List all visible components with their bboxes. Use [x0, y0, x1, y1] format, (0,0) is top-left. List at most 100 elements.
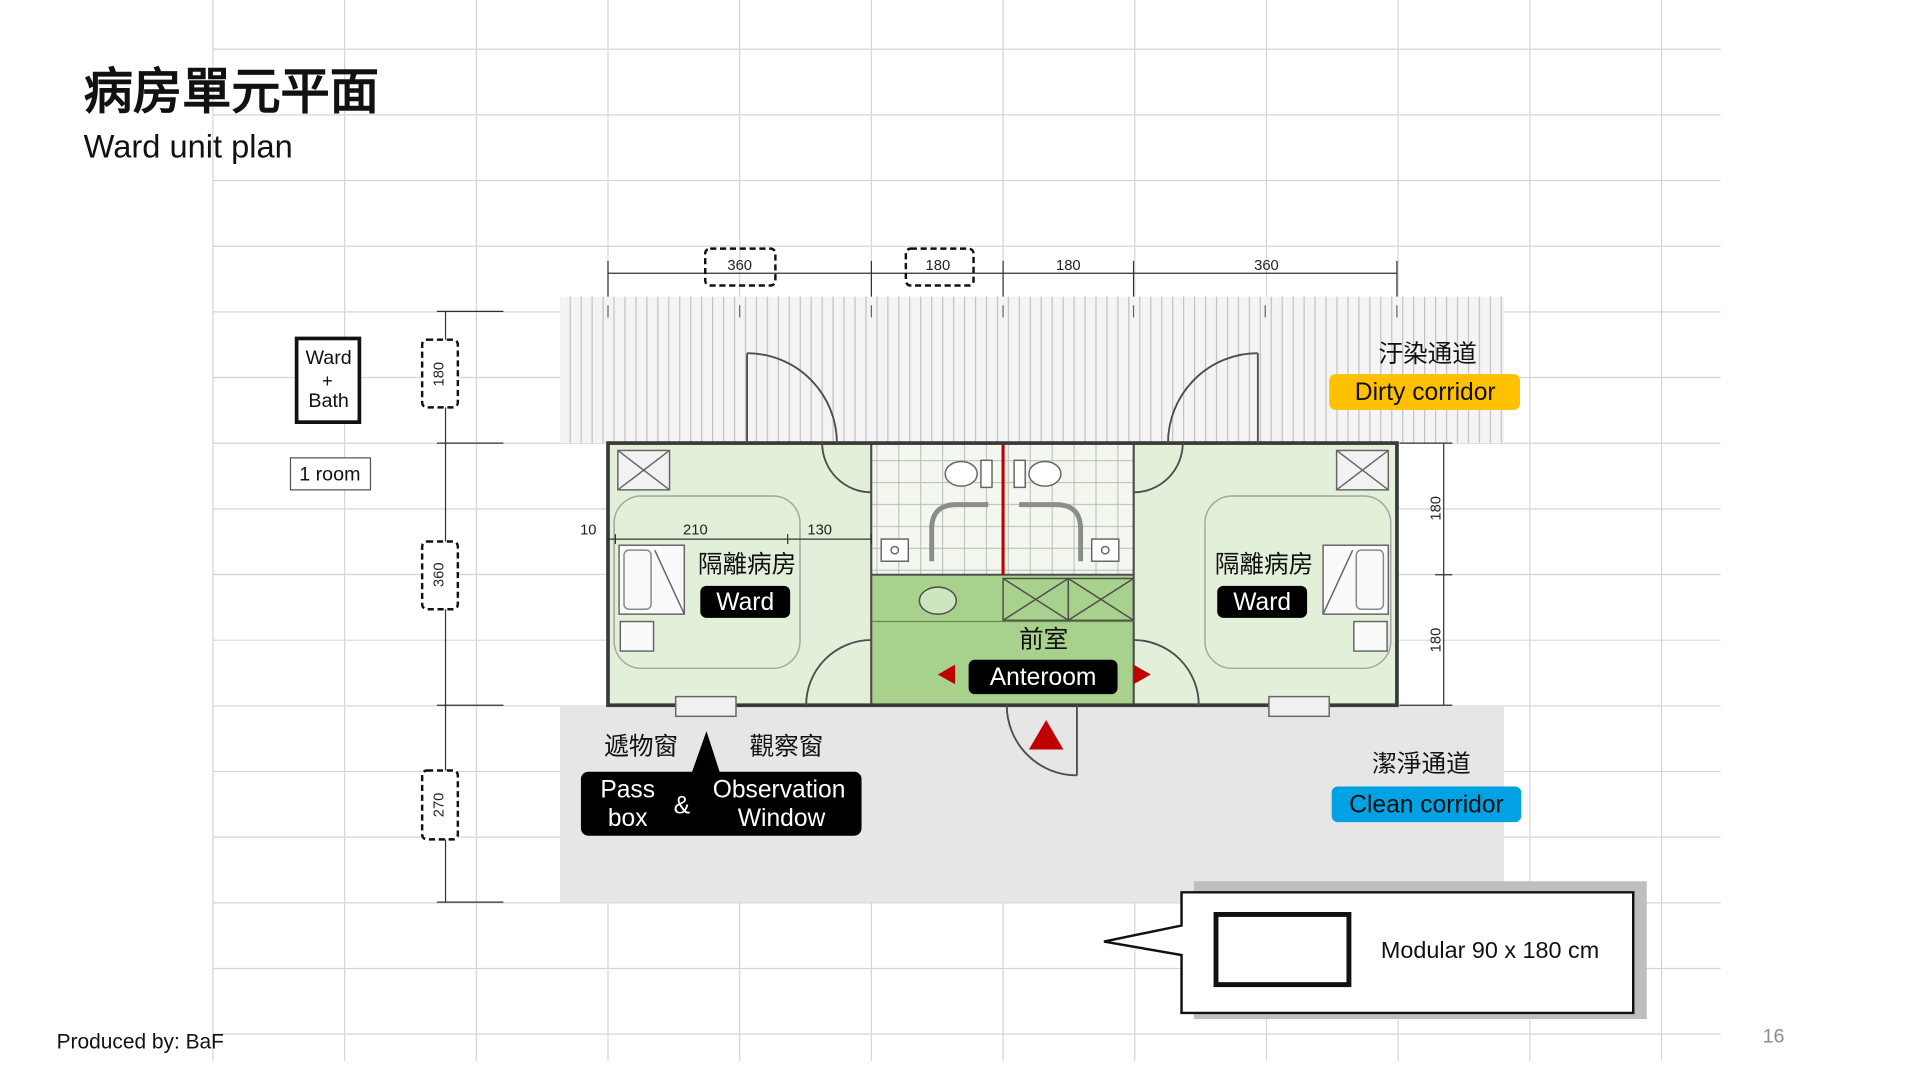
- bed-sheet-fold: [1322, 549, 1354, 615]
- dimension-label-interior: 210: [683, 522, 708, 538]
- pass-box-observation-tag: [580, 771, 862, 836]
- dimension-highlight: [420, 540, 460, 611]
- clean-corridor-tag: [1331, 786, 1522, 823]
- supply-cabinet: [1067, 577, 1135, 622]
- door-swing-ward-left: [747, 352, 838, 444]
- dimension-chain-top: [607, 247, 1398, 318]
- door-swing-ward-right: [1167, 352, 1258, 444]
- observation-window-label-en: Window: [738, 805, 826, 832]
- pass-box-label-en: Pass: [600, 777, 655, 804]
- toilet-tank-left: [980, 459, 993, 489]
- clean-corridor-label: 潔淨通道 Clean corridor: [1331, 750, 1522, 823]
- joiner-label: &: [674, 793, 691, 820]
- observation-window-label-zh: 觀察窗: [750, 733, 824, 761]
- floor-plan: [560, 296, 1504, 903]
- ward-furniture-left: [617, 449, 686, 652]
- dimension-label-left: 270: [431, 793, 447, 818]
- drain-right: [1100, 545, 1110, 555]
- module-legend: Modular 90 x 180 cm: [1103, 881, 1647, 1020]
- dimension-chain-left: [420, 310, 504, 903]
- unit-count-box: [289, 457, 372, 491]
- bedside-table: [1353, 620, 1388, 652]
- dimension-label-top: 180: [1056, 258, 1081, 274]
- toilet-right: [1028, 460, 1062, 487]
- dimension-label-right: 180: [1428, 628, 1444, 653]
- supply-cabinet-cross: [1067, 577, 1134, 621]
- anteroom-label-en: Anteroom: [990, 664, 1097, 691]
- dimension-label-top: 360: [727, 258, 752, 274]
- grab-bar-right: [1019, 502, 1084, 562]
- unit-box: [294, 336, 362, 424]
- pass-box-label-en: box: [608, 805, 648, 832]
- anteroom-label: 前室 Anteroom: [968, 625, 1118, 695]
- ward-right-label: 隔離病房 Ward: [1215, 550, 1313, 618]
- grab-bar-left: [929, 502, 989, 562]
- dimension-label-interior: 130: [807, 522, 832, 538]
- toilet-tank-right: [1013, 459, 1026, 489]
- dimension-line: [607, 534, 872, 544]
- anteroom-label-zh: 前室: [1019, 625, 1068, 653]
- dimension-label-left: 180: [431, 362, 447, 387]
- bed-sheet-fold: [654, 549, 685, 615]
- clean-corridor-label-zh: 潔淨通道: [1372, 750, 1470, 778]
- dimension-label-right: 180: [1428, 496, 1444, 521]
- module-swatch: [1213, 912, 1352, 988]
- anteroom-sink: [918, 586, 958, 615]
- dimension-highlight: [420, 769, 460, 841]
- patient-zone-right: [1204, 495, 1392, 670]
- bed-pillow: [1355, 549, 1385, 610]
- page-number: 16: [1763, 1025, 1785, 1047]
- bedside-table: [619, 620, 655, 652]
- ward-right-label-zh: 隔離病房: [1215, 550, 1313, 578]
- unit-legend: Ward + Bath 1 room: [289, 336, 372, 491]
- dimension-label-interior: 10: [580, 522, 596, 538]
- dimension-label-top: 180: [926, 258, 951, 274]
- unit-box-line: Bath: [308, 390, 349, 412]
- module-legend-label: Modular 90 x 180 cm: [1381, 937, 1599, 963]
- ward-left-label-en: Ward: [716, 589, 774, 616]
- dimension-highlight: [704, 247, 777, 287]
- dimension-chain-ward-interior: [607, 534, 872, 544]
- door-swing-bath-right: [1133, 443, 1184, 494]
- bathroom-fixtures: [880, 459, 1120, 562]
- observation-window-label-en: Observation: [713, 777, 846, 804]
- wash-basin-left: [880, 538, 910, 562]
- dirty-corridor-label-zh: 汙染通道: [1378, 340, 1476, 368]
- ward-right-label-en: Ward: [1233, 589, 1291, 616]
- door-swing-anteroom-left: [805, 639, 872, 706]
- slide-subtitle: Ward unit plan: [84, 128, 293, 165]
- dirty-corridor-label: 汙染通道 Dirty corridor: [1329, 340, 1520, 410]
- cabinet-cross: [617, 449, 670, 491]
- dirty-corridor-area: [560, 296, 1504, 444]
- pass-box-label-zh: 遞物窗: [604, 733, 678, 761]
- reference-marks: [607, 305, 1398, 318]
- slide-title: 病房單元平面: [84, 64, 379, 119]
- anteroom-tag: [968, 659, 1118, 695]
- ward-furniture-right: [1322, 449, 1390, 652]
- bed-pillow: [623, 549, 652, 610]
- clean-corridor-label-en: Clean corridor: [1349, 791, 1504, 818]
- toilet-left: [944, 460, 978, 487]
- arrow-right-icon: [1133, 664, 1151, 685]
- dimension-highlight: [420, 338, 460, 409]
- ward-left-label: 隔離病房 Ward: [698, 550, 796, 618]
- doors: [746, 352, 1259, 777]
- dirty-corridor-label-en: Dirty corridor: [1355, 379, 1496, 406]
- pass-box-window-left: [674, 695, 737, 718]
- extension-lines: [1399, 442, 1453, 706]
- ward-left-tag: [700, 585, 791, 618]
- dimension-label-left: 360: [431, 562, 447, 587]
- arrow-left-icon: [937, 664, 956, 685]
- unit-box-line: +: [322, 370, 333, 391]
- ward-left-label-zh: 隔離病房: [698, 550, 796, 578]
- building-outline: [606, 441, 1399, 708]
- pass-box-window-right: [1268, 695, 1330, 718]
- pass-box-observation-label: 遞物窗 觀察窗 Pass box & Observation Window: [580, 731, 862, 836]
- extension-lines: [607, 260, 1398, 297]
- credit-text: Produced by: BaF: [57, 1031, 224, 1054]
- dimension-label-top: 360: [1254, 258, 1279, 274]
- door-swing-anteroom-right: [1133, 639, 1200, 706]
- entry-arrow-icon: [1028, 720, 1064, 750]
- drain-left: [890, 545, 900, 555]
